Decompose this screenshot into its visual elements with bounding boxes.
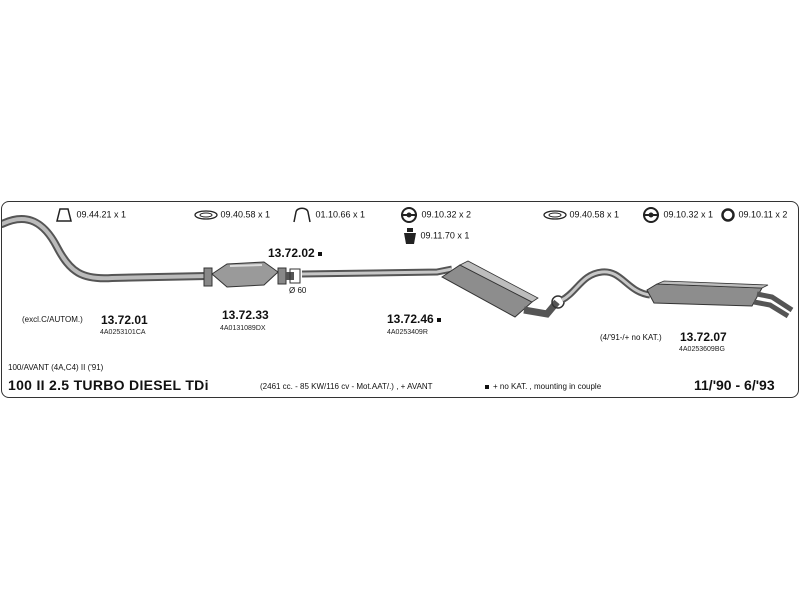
part-note-13-72-07: (4/'91-/+ no KAT.) xyxy=(600,333,662,342)
model-line: 100/AVANT (4A,C4) II ('91) xyxy=(8,363,104,372)
fitting-item: 09.40.58 x 1 xyxy=(543,206,619,224)
fitting-item: 09.11.70 x 1 xyxy=(402,227,469,245)
part-number-13-72-46: 13.72.46 xyxy=(387,312,441,326)
catalytic-converter-drawing xyxy=(203,261,287,288)
marker-square-icon xyxy=(485,384,489,389)
u-clamp-icon xyxy=(293,207,311,223)
fitting-item: 09.10.32 x 1 xyxy=(641,206,713,224)
part-number-13-72-02: 13.72.02 xyxy=(268,246,322,260)
fitting-item: 09.44.21 x 1 xyxy=(54,206,126,224)
pipe-diameter-label: Ø 60 xyxy=(289,286,307,295)
middle-silencer-drawing xyxy=(441,260,565,318)
fitting-item: 09.10.11 x 2 xyxy=(720,206,787,224)
rubber-hanger-icon xyxy=(401,207,417,223)
fitting-item: 09.10.32 x 2 xyxy=(399,206,471,224)
intermediate-pipe-drawing xyxy=(286,265,453,284)
production-period: 11/'90 - 6/'93 xyxy=(694,377,775,393)
engine-specs: (2461 cc. - 85 KW/116 cv - Mot.AAT/.) , … xyxy=(260,382,433,391)
marker-square-icon xyxy=(317,251,322,256)
part-note-13-72-01: (excl.C/AUTOM.) xyxy=(22,315,83,324)
fitting-label: 09.10.32 x 1 xyxy=(663,209,714,220)
exhaust-diagram-panel: 09.44.21 x 1 09.40.58 x 1 01.10.66 x 1 0… xyxy=(1,201,799,398)
flat-gasket-icon xyxy=(194,210,218,220)
vehicle-title: 100 II 2.5 TURBO DIESEL TDi xyxy=(8,377,209,393)
marker-square-icon xyxy=(436,317,441,322)
fitting-label: 09.10.11 x 2 xyxy=(738,209,788,220)
fitting-label: 09.40.58 x 1 xyxy=(220,209,271,220)
oem-number: 4A0253409R xyxy=(387,329,428,336)
flat-gasket-icon xyxy=(543,210,567,220)
rubber-hanger-icon xyxy=(643,207,659,223)
fitting-label: 01.10.66 x 1 xyxy=(315,209,366,220)
oem-number: 4A0253609BG xyxy=(679,346,725,353)
part-number-13-72-01: 13.72.01 xyxy=(101,313,148,327)
rubber-ring-icon xyxy=(721,208,735,222)
fitting-label: 09.11.70 x 1 xyxy=(420,230,470,241)
rear-silencer-drawing xyxy=(560,268,794,319)
part-number-13-72-33: 13.72.33 xyxy=(222,308,269,322)
part-number-13-72-07: 13.72.07 xyxy=(680,330,727,344)
fitting-label: 09.44.21 x 1 xyxy=(76,209,127,220)
mount-bracket-icon xyxy=(404,228,416,244)
fitting-label: 09.10.32 x 2 xyxy=(421,209,472,220)
ring-clamp-icon xyxy=(56,208,72,222)
legend-note: + no KAT. , mounting in couple xyxy=(485,382,601,391)
oem-number: 4A0253101CA xyxy=(100,329,146,336)
fitting-label: 09.40.58 x 1 xyxy=(569,209,620,220)
exhaust-system-drawing xyxy=(2,215,794,319)
front-pipe-drawing xyxy=(2,215,211,283)
oem-number: 4A0131089DX xyxy=(220,325,266,332)
fitting-item: 09.40.58 x 1 xyxy=(194,206,270,224)
fitting-item: 01.10.66 x 1 xyxy=(291,206,365,224)
